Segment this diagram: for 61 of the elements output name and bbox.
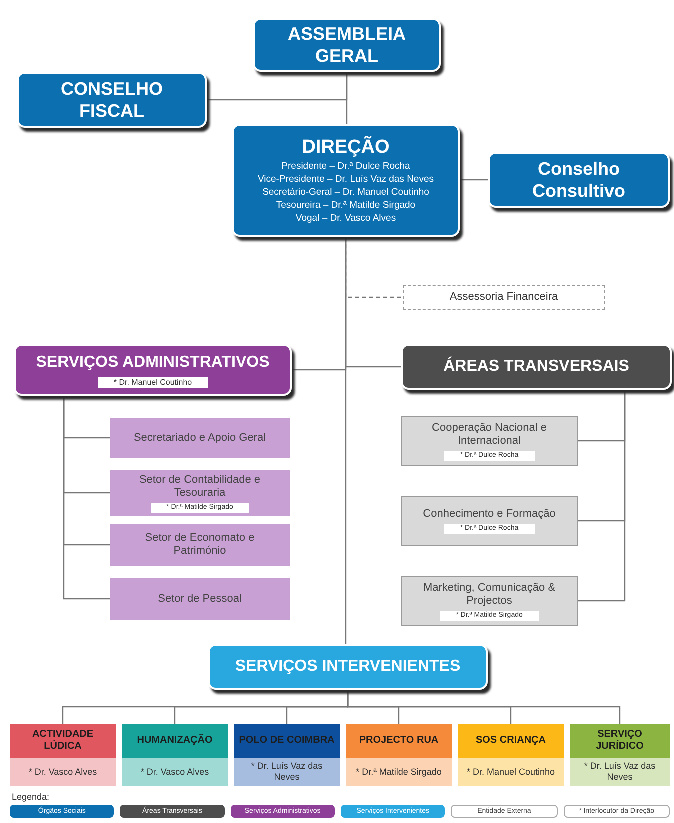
connector-line xyxy=(346,72,348,124)
service-card xyxy=(570,724,670,786)
coordinator-name: * Dr. Luís Vaz das Neves xyxy=(583,761,657,783)
service-card xyxy=(458,724,564,786)
unit-box xyxy=(17,72,207,128)
connector-line xyxy=(347,690,621,724)
unit-box xyxy=(110,470,290,516)
connector-line xyxy=(63,396,110,600)
unit-box xyxy=(208,644,488,690)
unit-box xyxy=(401,496,578,546)
unit-box xyxy=(110,418,290,458)
unit-title: Assessoria Financeira xyxy=(450,290,558,306)
unit-title: SERVIÇOS INTERVENIENTES xyxy=(235,657,461,677)
unit-box xyxy=(401,344,672,390)
unit-title: SOS CRIANÇA xyxy=(476,735,546,747)
unit-title: Setor de Pessoal xyxy=(158,592,242,606)
unit-box xyxy=(110,524,290,566)
service-card xyxy=(346,724,452,786)
connector-line xyxy=(460,179,488,181)
unit-title: ASSEMBLEIA GERAL xyxy=(286,22,407,68)
unit-title: PROJECTO RUA xyxy=(359,735,439,747)
unit-title: ÁREAS TRANSVERSAIS xyxy=(444,357,630,377)
unit-title: Conhecimento e Formação xyxy=(423,508,556,521)
coordinator-name: * Dr.ª Matilde Sirgado xyxy=(356,766,442,778)
unit-title: CONSELHO FISCAL xyxy=(60,78,164,122)
unit-title: SERVIÇO JURÍDICO xyxy=(595,729,645,753)
unit-box xyxy=(14,344,292,396)
unit-title: Conselho Consultivo xyxy=(532,158,626,202)
unit-box xyxy=(232,124,460,237)
member-line: Presidente – Dr.ª Dulce Rocha xyxy=(282,160,410,173)
unit-box xyxy=(253,18,441,72)
coordinator-name: * Dr. Luís Vaz das Neves xyxy=(250,761,324,783)
unit-box xyxy=(401,576,578,626)
connector-line xyxy=(578,390,626,602)
unit-title: Marketing, Comunicação & Projectos xyxy=(422,582,557,608)
legend-heading: Legenda: xyxy=(12,791,50,804)
member-line: Vogal – Dr. Vasco Alves xyxy=(296,212,396,225)
coordinator-name: * Dr. Vasco Alves xyxy=(140,766,210,778)
unit-title: DIREÇÃO xyxy=(302,136,390,160)
service-card xyxy=(10,724,116,786)
connector-line xyxy=(345,237,347,644)
unit-box xyxy=(401,416,578,466)
member-line: Secretário-Geral – Dr. Manuel Coutinho xyxy=(262,186,430,199)
service-card xyxy=(122,724,228,786)
unit-title: Cooperação Nacional e Internacional xyxy=(431,422,548,448)
member-line: Vice-Presidente – Dr. Luís Vaz das Neves xyxy=(258,172,434,186)
unit-title: ACTIVIDADE LÚDICA xyxy=(31,729,95,753)
unit-title: Setor de Contabilidade e Tesouraria xyxy=(138,474,262,500)
coordinator-name: * Dr. Manuel Coutinho xyxy=(466,766,556,778)
unit-title: SERVIÇOS ADMINISTRATIVOS xyxy=(36,352,270,372)
unit-box xyxy=(110,578,290,620)
unit-title: HUMANIZAÇÃO xyxy=(137,735,213,747)
coordinator-tag: * Dr. Manuel Coutinho xyxy=(98,376,208,388)
unit-box xyxy=(403,285,605,310)
member-line: Tesoureira – Dr.ª Matilde Sirgado xyxy=(276,198,416,212)
unit-title: Setor de Economato e Património xyxy=(144,532,256,558)
unit-box xyxy=(488,152,670,208)
unit-title: POLO DE COIMBRA xyxy=(239,735,335,747)
service-card xyxy=(234,724,340,786)
unit-title: Secretariado e Apoio Geral xyxy=(134,432,266,444)
coordinator-name: * Dr. Vasco Alves xyxy=(28,766,98,778)
